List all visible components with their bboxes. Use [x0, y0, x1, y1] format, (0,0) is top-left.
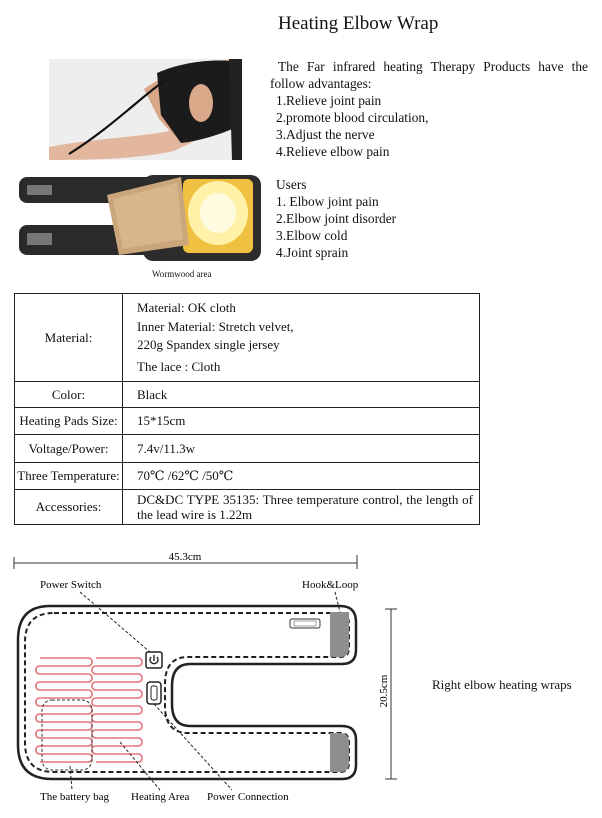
battery-bag-outline — [41, 699, 93, 771]
leader-power-connection — [153, 703, 233, 791]
intro-lead: The Far infrared heating Therapy Product… — [270, 59, 588, 91]
width-dimension-text: 45.3cm — [169, 551, 202, 563]
color-label: Color: — [14, 381, 123, 408]
accessories-value: DC&DC TYPE 35135: Three temperature cont… — [122, 489, 480, 525]
advantage-item: 4.Relieve elbow pain — [276, 144, 390, 159]
material-line: The lace : Cloth — [137, 358, 221, 374]
leader-power-switch — [79, 591, 151, 653]
intro-text: The Far infrared heating Therapy Product… — [270, 58, 588, 160]
three-temperature-label: Three Temperature: — [14, 462, 123, 490]
material-value: Material: OK cloth Inner Material: Stret… — [122, 293, 480, 382]
label-heating-area: Heating Area — [131, 791, 189, 803]
advantage-item: 2.promote blood circulation, — [276, 110, 429, 125]
leader-battery-bag — [69, 765, 73, 791]
leader-heating-area — [119, 741, 161, 791]
user-item: 1. Elbow joint pain — [276, 194, 379, 209]
table-row: Three Temperature: 70℃ /62℃ /50℃ — [14, 462, 480, 490]
wrap-diagram: 45.3cm 20.5cm Power Switch Hook&Loop The… — [13, 551, 397, 803]
user-item: 4.Joint sprain — [276, 245, 349, 260]
leader-hook-loop — [334, 591, 341, 613]
wrap-outline — [16, 604, 358, 781]
table-row: Accessories: DC&DC TYPE 35135: Three tem… — [14, 489, 480, 525]
label-hook-loop: Hook&Loop — [302, 579, 359, 591]
accessories-label: Accessories: — [14, 489, 123, 525]
user-item: 3.Elbow cold — [276, 228, 348, 243]
page-title: Heating Elbow Wrap — [278, 13, 439, 34]
wormwood-area-caption: Wormwood area — [152, 269, 212, 279]
heating-pads-size-value: 15*15cm — [122, 407, 480, 435]
material-label: Material: — [14, 293, 123, 382]
advantage-item: 1.Relieve joint pain — [276, 93, 382, 108]
material-line: Material: OK cloth — [137, 300, 236, 315]
users-heading: Users — [276, 177, 307, 192]
user-item: 2.Elbow joint disorder — [276, 211, 397, 226]
label-power-connection: Power Connection — [207, 791, 289, 803]
height-dimension-text: 20.5cm — [378, 674, 390, 707]
three-temperature-value: 70℃ /62℃ /50℃ — [122, 462, 480, 490]
table-row: Material: Material: OK cloth Inner Mater… — [14, 293, 480, 382]
right-elbow-caption: Right elbow heating wraps — [432, 677, 572, 692]
specs-table: Material: Material: OK cloth Inner Mater… — [14, 293, 480, 525]
table-row: Heating Pads Size: 15*15cm — [14, 407, 480, 435]
table-row: Color: Black — [14, 381, 480, 408]
users-list: Users 1. Elbow joint pain 2.Elbow joint … — [276, 176, 396, 261]
power-connection-port — [146, 681, 162, 705]
label-power-switch: Power Switch — [40, 579, 102, 591]
table-row: Voltage/Power: 7.4v/11.3w — [14, 434, 480, 463]
hook-loop-bottom — [330, 733, 349, 772]
hook-loop-label-tab — [289, 618, 321, 629]
material-line: Inner Material: Stretch velvet, — [137, 318, 294, 334]
voltage-power-label: Voltage/Power: — [14, 434, 123, 463]
material-line: 220g Spandex single jersey — [137, 337, 280, 352]
heating-pads-size-label: Heating Pads Size: — [14, 407, 123, 435]
voltage-power-value: 7.4v/11.3w — [122, 434, 480, 463]
color-value: Black — [122, 381, 480, 408]
hook-loop-top — [330, 612, 349, 657]
product-photo-arm — [49, 59, 242, 160]
product-photo-wrap — [15, 173, 265, 265]
label-battery-bag: The battery bag — [40, 791, 110, 803]
advantage-item: 3.Adjust the nerve — [276, 127, 375, 142]
